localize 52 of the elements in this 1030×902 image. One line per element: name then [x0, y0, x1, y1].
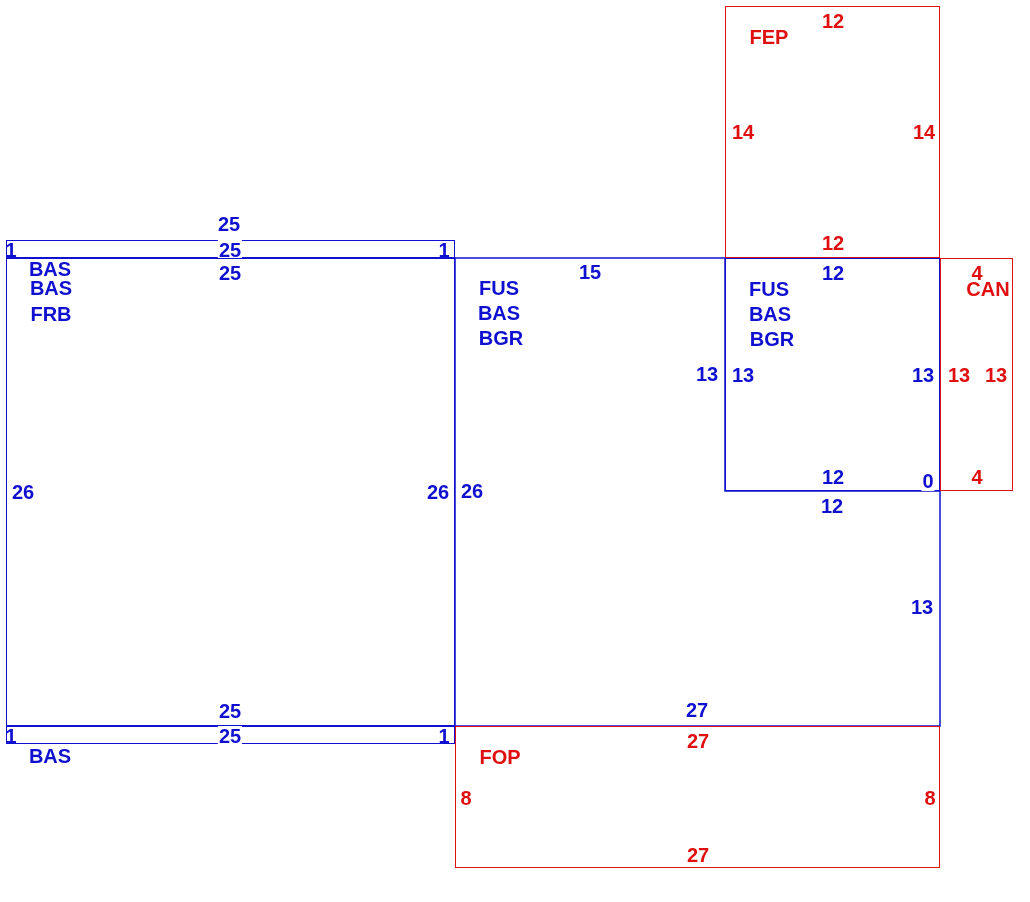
panel: [725, 258, 940, 491]
dimension-number: 13: [731, 365, 755, 385]
dimension-number: 15: [578, 262, 602, 282]
dimension-number: 27: [686, 731, 710, 751]
dimension-number: 27: [685, 700, 709, 720]
panel: [6, 258, 455, 726]
dimension-number: 13: [911, 365, 935, 385]
panel-name: BAS: [29, 278, 73, 298]
panel-name: BAS: [748, 304, 792, 324]
dimension-number: 1: [5, 726, 17, 746]
panel-name: BGR: [749, 329, 795, 349]
dimension-number: 1: [438, 240, 450, 260]
panel-name: BAS: [477, 303, 521, 323]
dimension-number: 25: [218, 263, 242, 283]
dimension-number: 25: [217, 726, 243, 746]
dimension-number: 13: [984, 365, 1008, 385]
dimension-number: 13: [947, 365, 971, 385]
dimension-number: 13: [910, 597, 934, 617]
dimension-number: 12: [821, 467, 845, 487]
dimension-number: 12: [821, 233, 845, 253]
panel-name: FUS: [749, 279, 789, 299]
panel-name: BAS: [28, 746, 72, 766]
panel: [940, 258, 1013, 491]
dimension-number: 25: [218, 701, 242, 721]
dimension-number: 14: [912, 122, 936, 142]
dimension-number: 14: [731, 122, 755, 142]
dimension-number: 12: [821, 263, 845, 283]
panel-name: FUS: [479, 278, 519, 298]
dimension-number: 13: [695, 364, 719, 384]
dimension-number: 8: [460, 788, 472, 808]
dimension-number: 0: [921, 471, 935, 491]
panel: [455, 726, 940, 868]
panel-name: FRB: [30, 304, 72, 324]
panel-name: BGR: [478, 328, 524, 348]
dimension-number: 4: [971, 467, 983, 487]
dimension-number: 12: [820, 496, 844, 516]
dimension-number: 1: [438, 726, 450, 746]
panel: [6, 240, 455, 258]
dimension-number: 26: [426, 482, 450, 502]
panel: [725, 6, 940, 258]
dimension-number: 27: [686, 845, 710, 865]
panel-name: FOP: [479, 747, 521, 767]
panel-name: FEP: [749, 27, 789, 47]
dimension-number: 1: [5, 240, 17, 260]
dimension-number: 12: [821, 11, 845, 31]
panel: [6, 726, 455, 744]
l-shaped-panel: [455, 258, 940, 726]
dimension-number: 25: [217, 214, 241, 234]
dimension-number: 26: [11, 482, 35, 502]
panel-name: BAS: [28, 259, 72, 279]
dimension-number: 26: [460, 481, 484, 501]
dimension-number: 8: [924, 788, 936, 808]
